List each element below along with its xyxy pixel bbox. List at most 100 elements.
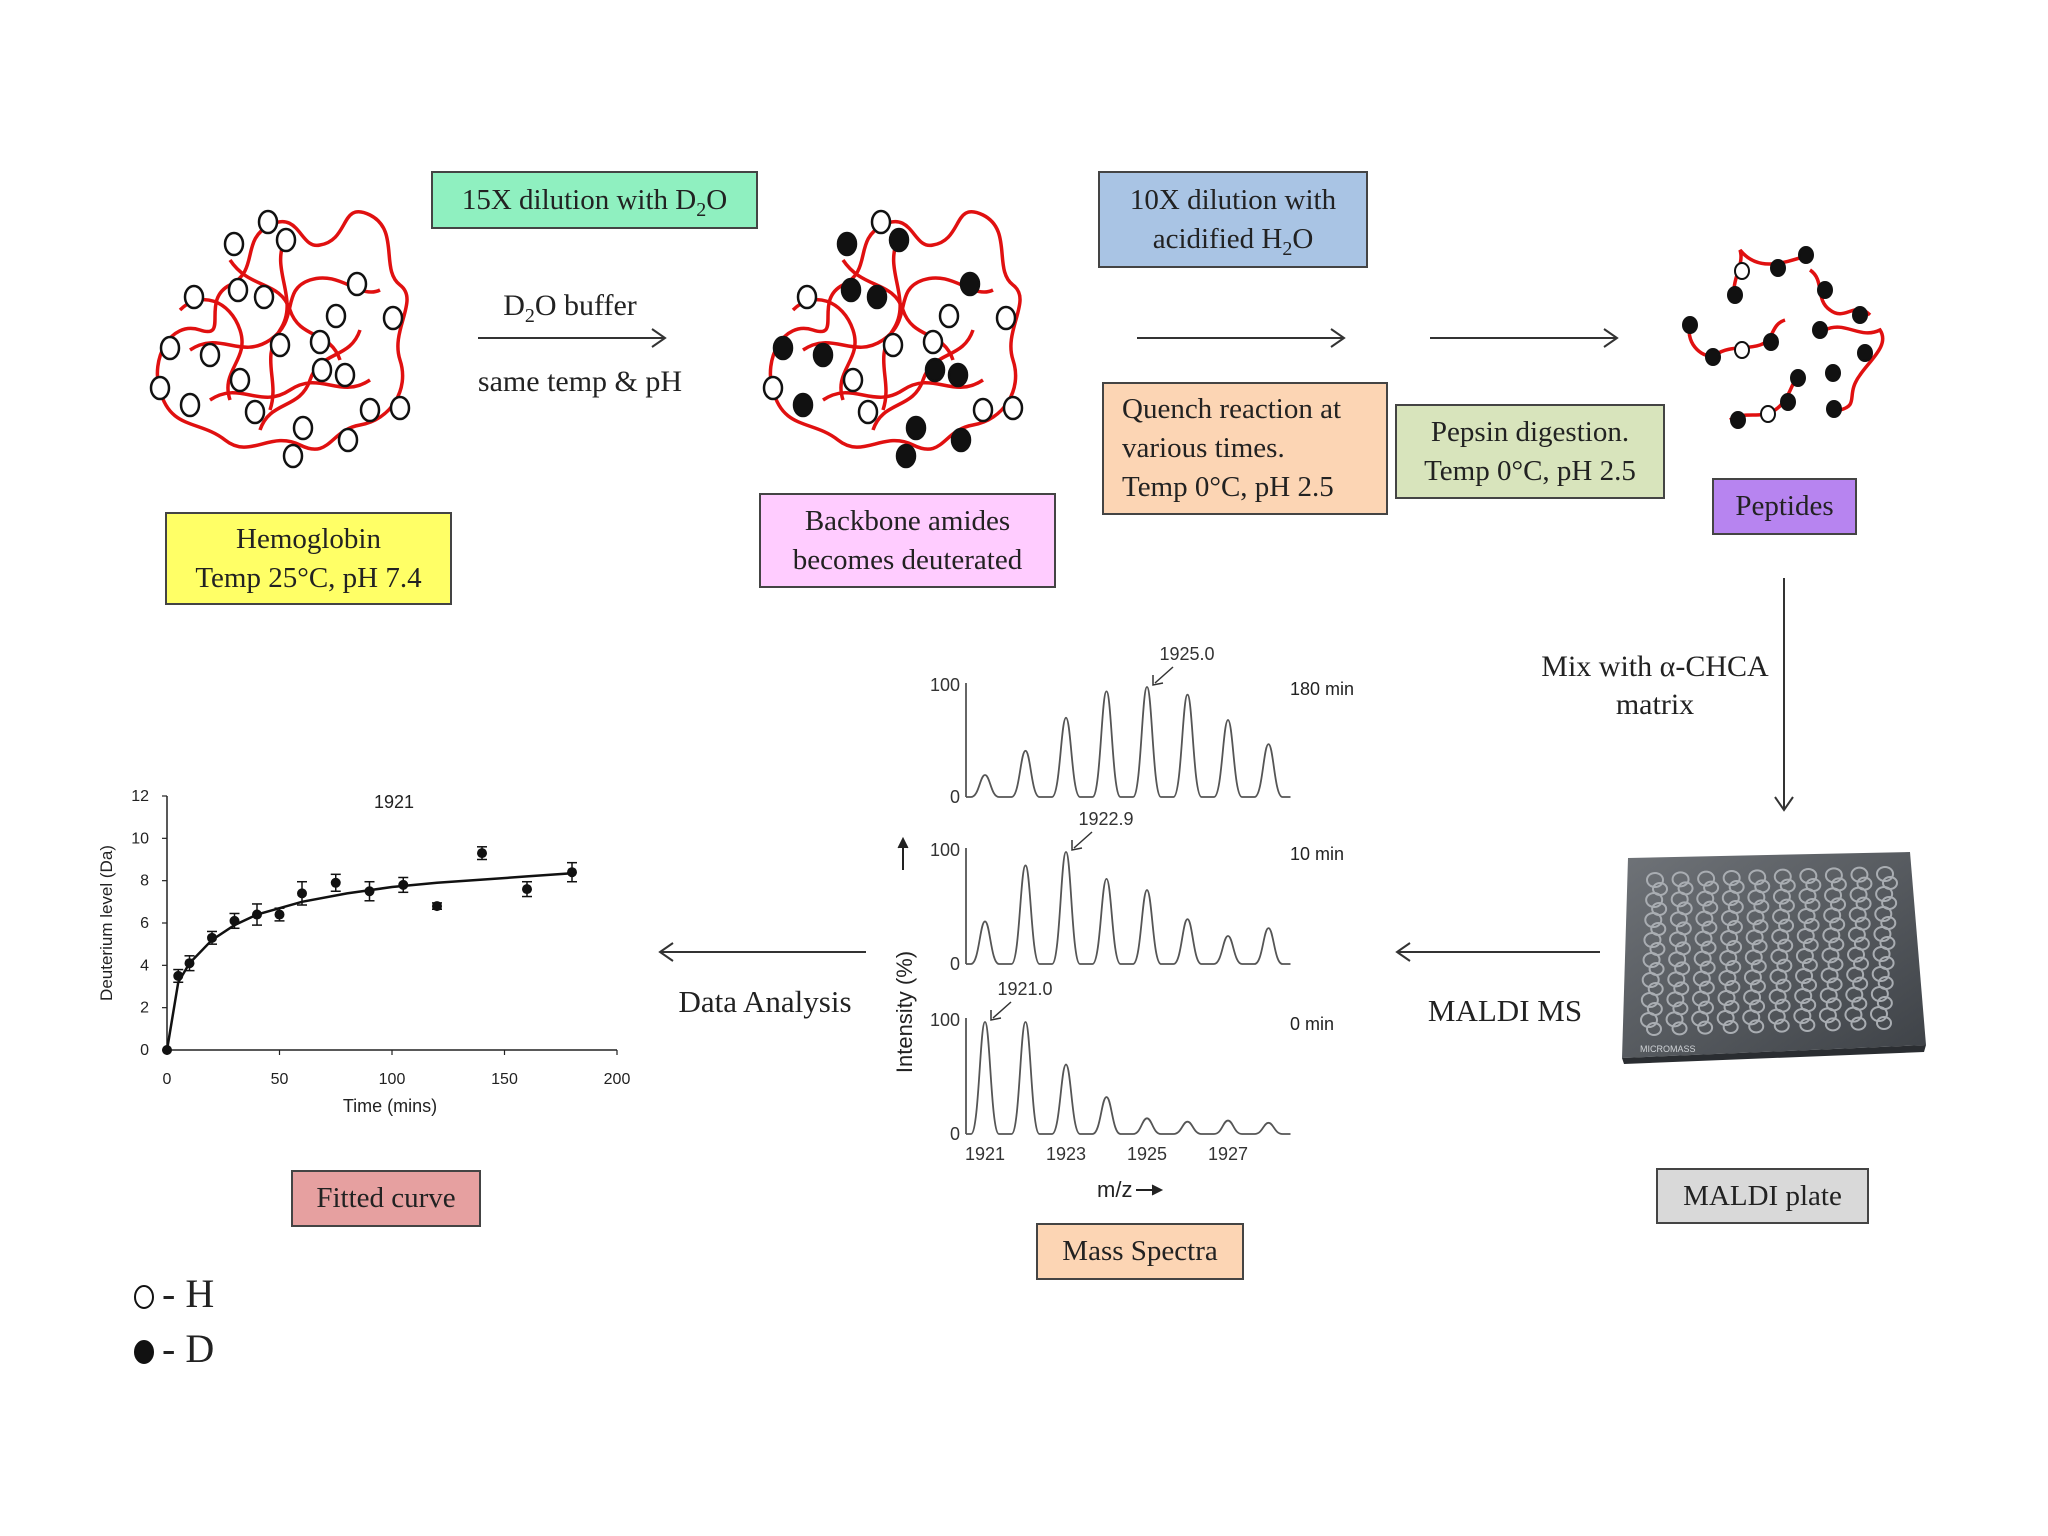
plate-well (1720, 910, 1739, 926)
plate-well (1799, 868, 1818, 884)
plate-well (1666, 991, 1685, 1008)
plate-well (1800, 998, 1817, 1012)
hemoglobin-conditions: Temp 25°C, pH 7.4 (195, 561, 422, 594)
deuterated-label-2: becomes deuterated (792, 543, 1023, 576)
plate-well (1673, 981, 1690, 996)
plate-well (1848, 906, 1867, 923)
plate-well (1696, 890, 1715, 907)
data-point (567, 867, 577, 878)
plate-well (1747, 889, 1766, 906)
plate-well (1799, 1018, 1816, 1032)
y-tick-label: 2 (140, 1000, 149, 1017)
y-tick-label: 4 (140, 957, 149, 974)
plate-well (1649, 942, 1666, 956)
mix-label-2: matrix (1615, 688, 1695, 721)
maldi-ms-label: MALDI MS (1427, 993, 1583, 1028)
plate-well (1824, 887, 1843, 904)
plate-well (1823, 907, 1842, 924)
plate-well (1699, 960, 1716, 975)
plate-well (1845, 986, 1864, 1003)
plate-well (1777, 938, 1794, 953)
spectrum-y-tick: 100 (930, 1010, 960, 1030)
plate-well (1750, 959, 1767, 974)
plate-well (1744, 949, 1763, 966)
plate-well (1773, 868, 1792, 885)
data-point (330, 877, 341, 888)
plate-well (1847, 926, 1866, 943)
plate-well (1650, 922, 1667, 936)
plate-well (1753, 899, 1770, 914)
plate-well (1805, 878, 1822, 892)
plate-well (1850, 1016, 1867, 1031)
plate-well (1851, 996, 1868, 1011)
plate-well (1652, 882, 1668, 896)
x-tick-label: 0 (163, 1071, 172, 1088)
plate-well (1676, 901, 1693, 916)
plate-well (1641, 972, 1660, 988)
plate-well (1825, 997, 1842, 1012)
spectrum-peak-arrowhead (1071, 840, 1083, 851)
plate-well (1691, 1010, 1710, 1027)
plate-well (1718, 970, 1737, 986)
data-point (173, 970, 184, 981)
plate-well (1794, 988, 1813, 1004)
quench-box: Quench reaction at various times. Temp 0… (1102, 382, 1388, 515)
spectrum-peak-arrow (992, 1001, 1012, 1019)
plate-brand-text: MICROMASS (1640, 1044, 1696, 1054)
plate-well (1725, 960, 1742, 974)
mix-label-1: Mix with α-CHCA (1541, 650, 1769, 683)
y-tick-label: 8 (140, 873, 149, 890)
spectrum-peak-arrowhead (1152, 675, 1164, 686)
plate-well (1743, 989, 1762, 1006)
plate-well (1779, 878, 1796, 893)
spectrum-peak-arrowhead (990, 1010, 1002, 1021)
plate-well (1772, 888, 1791, 905)
plate-well (1728, 880, 1745, 894)
filled-circle-icon (134, 1339, 154, 1364)
plate-well (1722, 870, 1741, 886)
spectrum-y-tick: 0 (950, 1124, 960, 1144)
legend-h: - H (132, 1270, 214, 1317)
spectra-y-label: Intensity (%) (892, 951, 917, 1073)
plate-well (1774, 998, 1791, 1013)
plate-well (1647, 982, 1664, 996)
deuterated-box: Backbone amides becomes deuterated (759, 493, 1056, 588)
data-point (162, 1045, 172, 1055)
plate-well (1801, 958, 1818, 972)
plate-well (1876, 996, 1893, 1010)
pepsin-label-1: Pepsin digestion. (1430, 415, 1630, 448)
plate-well (1677, 881, 1694, 896)
plate-well (1749, 979, 1766, 994)
plate-well (1651, 902, 1668, 916)
pepsin-box: Pepsin digestion. Temp 0°C, pH 2.5 (1395, 404, 1665, 499)
plate-well (1854, 916, 1871, 931)
plate-well (1819, 987, 1838, 1004)
plate-well (1674, 961, 1691, 976)
d2o-buffer-label: D2O buffer (503, 289, 637, 327)
plate-well (1874, 906, 1893, 922)
plate-well (1748, 869, 1767, 886)
spectrum-y-tick: 100 (930, 675, 960, 695)
plate-well (1720, 930, 1739, 946)
mass-spectra-box: Mass Spectra (1036, 1223, 1244, 1280)
plate-well (1881, 896, 1898, 910)
plate-well (1772, 908, 1791, 925)
plate-well (1644, 912, 1663, 928)
legend-h-label: - H (162, 1271, 215, 1316)
spectrum-trace (966, 1021, 1291, 1135)
plate-well (1694, 930, 1713, 947)
plate-well (1870, 986, 1889, 1002)
plate-well (1829, 917, 1846, 932)
spectrum-trace (966, 686, 1291, 798)
plate-well (1716, 1010, 1735, 1026)
plate-well (1871, 966, 1890, 982)
legend-d: - D (132, 1325, 214, 1372)
plate-well (1724, 980, 1741, 994)
spectrum-y-tick: 100 (930, 840, 960, 860)
plate-well (1821, 947, 1840, 964)
fitted-curve-box: Fitted curve (291, 1170, 481, 1227)
y-tick-label: 12 (131, 788, 149, 805)
dilution-acid-box: 10X dilution with acidified H2O (1098, 171, 1368, 268)
legend-d-label: - D (162, 1326, 215, 1371)
